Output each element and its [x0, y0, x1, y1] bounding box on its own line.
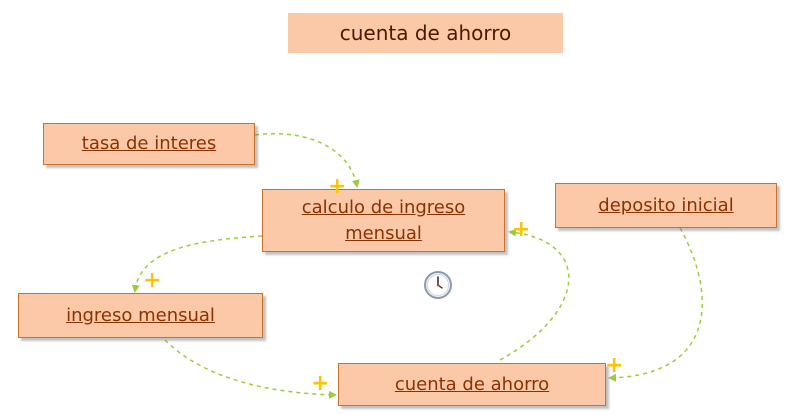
node-label: tasa de interes	[81, 133, 217, 154]
polarity-plus-tasa-calculo: +	[328, 174, 347, 199]
node-calculo-de-ingreso-mensual[interactable]: calculo de ingreso mensual	[262, 189, 505, 252]
clock-icon	[424, 271, 452, 299]
node-label: ingreso mensual	[66, 304, 215, 326]
polarity-plus-cuenta-calculo: +	[512, 217, 531, 242]
node-label: deposito inicial	[598, 194, 734, 216]
diagram-title: cuenta de ahorro	[288, 13, 563, 53]
node-cuenta-de-ahorro[interactable]: cuenta de ahorro	[338, 363, 606, 406]
polarity-plus-ingreso-cuenta: +	[311, 371, 330, 396]
polarity-plus-deposito-cuenta: +	[605, 353, 624, 378]
node-ingreso-mensual[interactable]: ingreso mensual	[18, 293, 263, 338]
link-deposito-to-cuenta	[608, 227, 703, 382]
polarity-plus-calculo-ingreso: +	[143, 268, 162, 293]
node-label: cuenta de ahorro	[394, 373, 550, 395]
link-tasa-to-calculo	[254, 133, 360, 188]
node-deposito-inicial[interactable]: deposito inicial	[555, 183, 777, 228]
link-cuenta-to-calculo	[499, 228, 570, 361]
node-label: calculo de ingreso mensual	[301, 196, 466, 244]
node-tasa-de-interes[interactable]: tasa de interes	[43, 123, 255, 165]
link-ingreso-to-cuenta	[164, 339, 337, 399]
